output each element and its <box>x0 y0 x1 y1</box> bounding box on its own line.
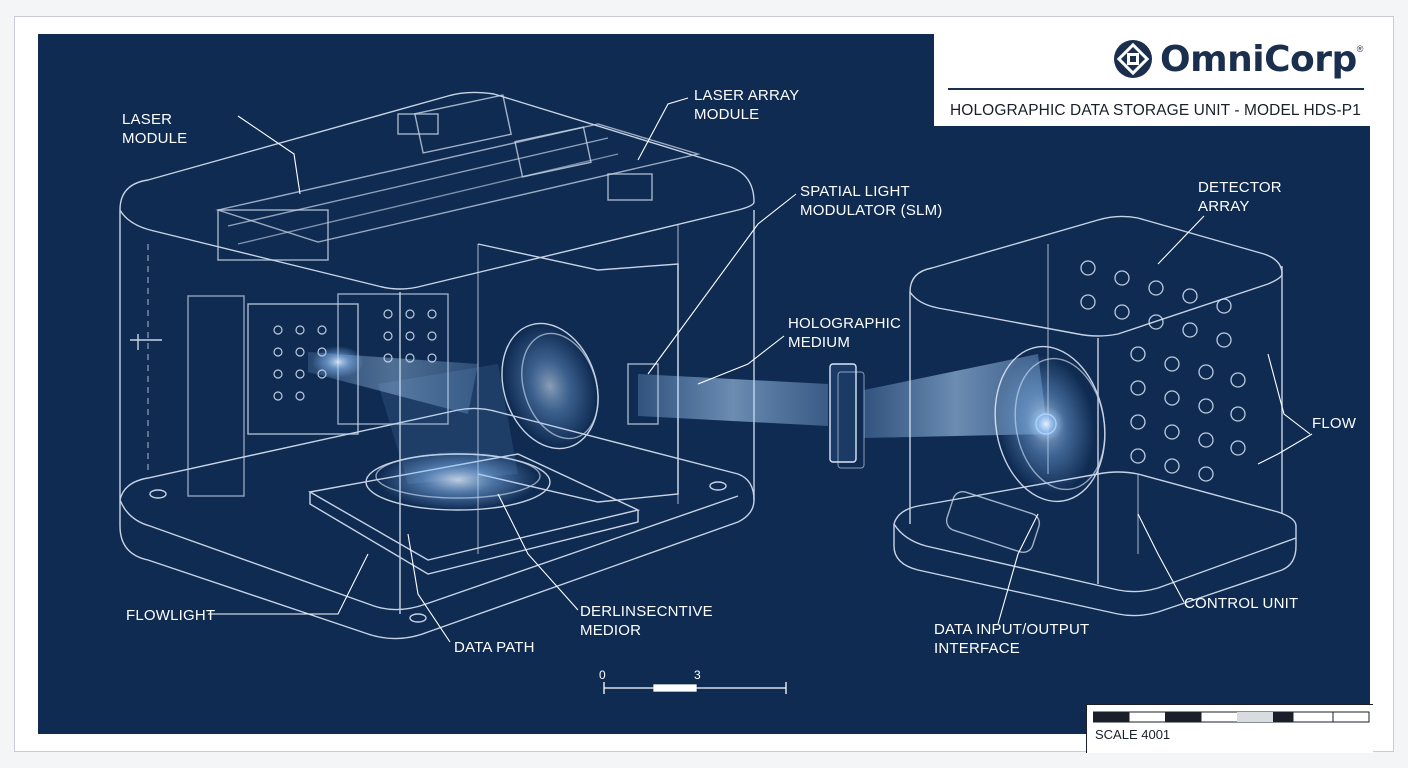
label-detector-array: DETECTOR ARRAY <box>1198 179 1282 215</box>
scale-caption: SCALE 4001 <box>1095 727 1171 742</box>
label-control-unit: CONTROL UNIT <box>1184 595 1299 612</box>
label-data-path: DATA PATH <box>454 639 535 656</box>
leader-lines <box>208 97 1313 643</box>
label-laser-module: LASER MODULE <box>122 111 188 147</box>
blueprint-canvas: LASER MODULE LASER ARRAY MODULE SPATIAL … <box>38 34 1370 734</box>
label-data-io: DATA INPUT/OUTPUT INTERFACE <box>934 621 1090 657</box>
label-flowlight: FLOWLIGHT <box>126 607 216 624</box>
right-enclosure <box>893 215 1297 617</box>
right-glow-effects <box>997 354 1095 494</box>
label-flow: FLOW <box>1312 415 1357 432</box>
detector-dot-matrix <box>1080 260 1246 482</box>
scale-legend-bar <box>1093 711 1370 723</box>
label-medior: DERLINSECNTIVE MEDIOR <box>580 603 713 639</box>
left-glow-effects <box>308 325 597 510</box>
left-enclosure <box>119 91 755 640</box>
omnicorp-logo-icon <box>1114 40 1152 78</box>
label-holographic-medium: HOLOGRAPHIC MEDIUM <box>788 315 902 351</box>
label-laser-array-module: LASER ARRAY MODULE <box>694 87 800 123</box>
blueprint-drawing <box>119 91 1313 694</box>
company-name: OmniCorp <box>1160 38 1357 80</box>
scale-tick-mid: 3 <box>694 668 701 682</box>
title-divider <box>948 88 1364 90</box>
title-block: OmniCorp ® HOLOGRAPHIC DATA STORAGE UNIT… <box>934 30 1374 126</box>
data-beam <box>638 354 1048 469</box>
scale-bar <box>603 682 787 694</box>
company-logo: OmniCorp ® <box>1112 38 1363 80</box>
drawing-title: HOLOGRAPHIC DATA STORAGE UNIT - MODEL HD… <box>950 102 1361 119</box>
label-slm: SPATIAL LIGHT MODULATOR (SLM) <box>800 183 943 219</box>
holographic-medium-plate <box>829 363 857 463</box>
scale-tick-start: 0 <box>599 668 606 682</box>
scale-legend-box: SCALE 4001 <box>1086 704 1373 753</box>
registered-mark: ® <box>1356 44 1364 54</box>
